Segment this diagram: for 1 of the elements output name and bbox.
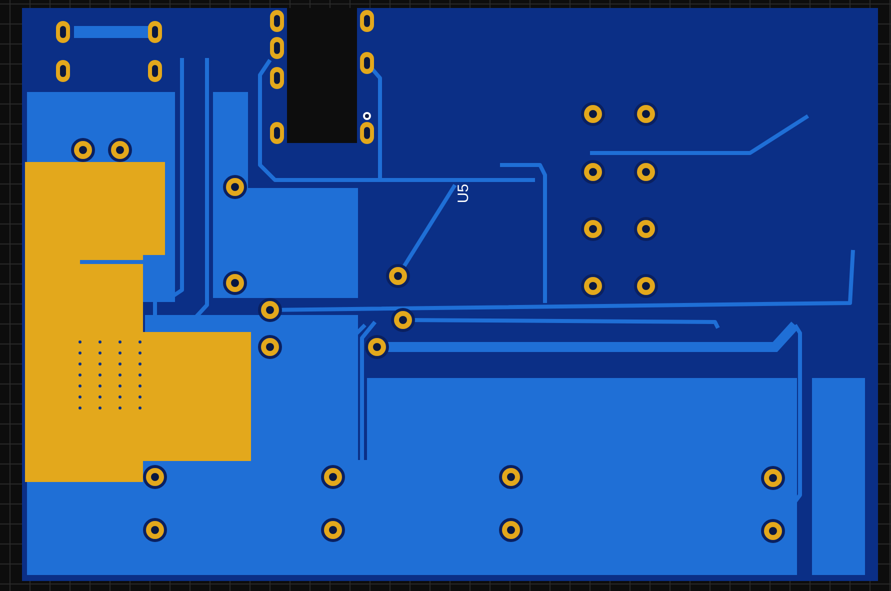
- component-designator: U5: [456, 184, 472, 204]
